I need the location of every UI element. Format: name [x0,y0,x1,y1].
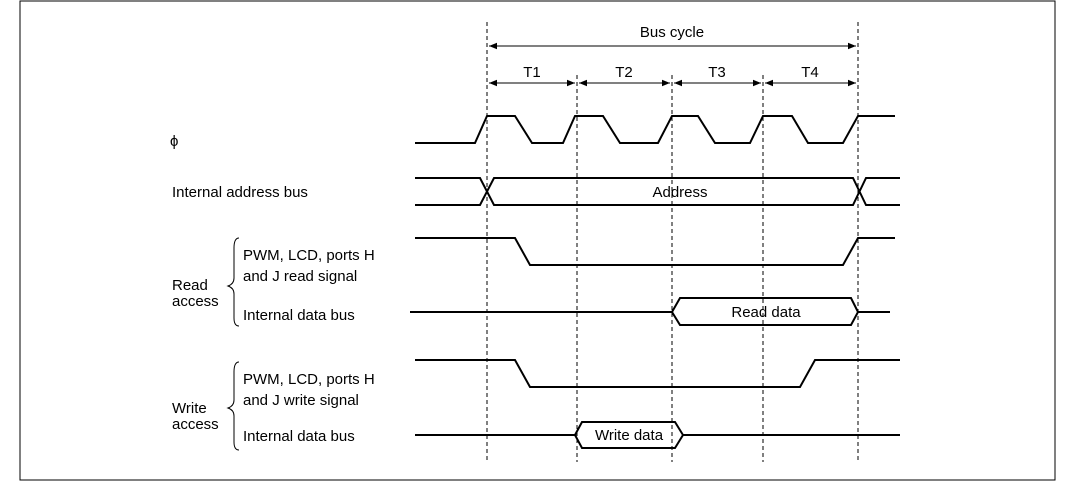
t2-label: T2 [615,64,633,81]
read-signal-label-line1: PWM, LCD, ports H [243,247,375,264]
write-access-label-line2: access [172,416,219,433]
phi-label: ϕ [170,133,178,150]
t3-label: T3 [708,64,726,81]
read-access-brace [226,237,240,327]
write-signal-label-line1: PWM, LCD, ports H [243,371,375,388]
write-access-brace [226,361,240,451]
bus-cycle-span: Bus cycle [489,24,856,50]
read-signal-wave [415,237,895,266]
phi-clock-wave [415,115,895,144]
state-spans: T1 T2 T3 T4 [489,64,856,87]
write-data-label: Write data [595,427,664,444]
read-data-label: Read data [731,304,801,321]
internal-address-bus-label: Internal address bus [172,184,308,201]
read-data-bus-wave [410,297,890,326]
write-signal-label-line2: and J write signal [243,392,359,409]
write-access-label-line1: Write [172,400,207,417]
t4-label: T4 [801,64,819,81]
address-label: Address [652,184,707,201]
read-access-label-line1: Read [172,277,208,294]
write-data-bus-label: Internal data bus [243,428,355,445]
state-boundaries [486,22,859,462]
address-bus-wave [415,177,900,206]
write-signal-wave [415,359,900,388]
diagram-frame [19,0,1056,481]
read-data-bus-label: Internal data bus [243,307,355,324]
bus-cycle-label: Bus cycle [640,24,704,41]
write-data-bus-wave [415,421,900,449]
t1-label: T1 [523,64,541,81]
read-access-label-line2: access [172,293,219,310]
read-signal-label-line2: and J read signal [243,268,357,285]
